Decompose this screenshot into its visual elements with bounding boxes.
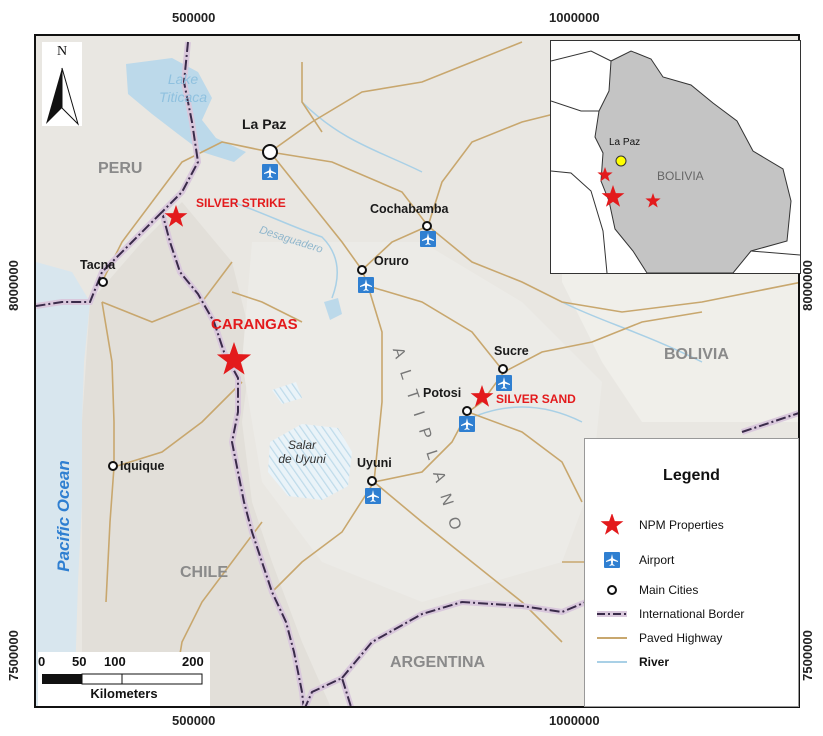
airport-icon-sucre <box>496 375 512 391</box>
country-label-bolivia: BOLIVIA <box>664 346 729 363</box>
legend-label-npm-properties: NPM Properties <box>639 518 724 532</box>
international-border <box>36 41 798 706</box>
scale-bar: 0 50 100 200 Kilometers <box>38 652 210 706</box>
salar-label-line2: de Uyuni <box>278 452 326 466</box>
salar-label-line1: Salar <box>287 438 316 452</box>
altiplano-relief <box>242 242 602 602</box>
pacific-ocean-label: Pacific Ocean <box>53 460 73 572</box>
airport-icon-uyuni <box>365 488 381 504</box>
legend-item-river: River <box>595 651 795 673</box>
north-arrow-label: N <box>56 44 68 59</box>
north-arrow-icon <box>46 67 80 126</box>
inset-map: La Paz BOLIVIA <box>550 40 801 274</box>
legend-label-river: River <box>639 655 670 669</box>
inset-chile-coast <box>550 170 608 274</box>
river-icon <box>597 661 627 663</box>
legend-item-international-border: International Border <box>595 603 795 625</box>
airplane-icon <box>604 552 620 568</box>
scale-tick-200: 200 <box>182 654 204 669</box>
inset-south-line <box>750 250 801 256</box>
city-marker-la-paz <box>262 144 278 160</box>
city-label-sucre: Sucre <box>494 344 529 358</box>
salar-de-uyuni <box>268 424 352 500</box>
city-label-uyuni: Uyuni <box>357 456 392 470</box>
grid-label-left-7500000: 7500000 <box>5 630 21 681</box>
inset-label-bolivia: BOLIVIA <box>657 169 704 183</box>
grid-label-top-500000: 500000 <box>172 10 216 25</box>
inset-map-canvas <box>550 41 801 274</box>
scale-tick-50: 50 <box>72 654 87 669</box>
legend-label-international-border: International Border <box>639 607 745 621</box>
city-label-tacna: Tacna <box>80 258 116 272</box>
property-label-silver-sand: SILVER SAND <box>496 392 576 406</box>
lake-label-line2: Titicaca <box>158 89 208 105</box>
legend-item-paved-highway: Paved Highway <box>595 627 795 649</box>
highways <box>101 41 798 703</box>
dashed-line-icon <box>597 611 627 617</box>
lake-titicaca <box>126 58 246 162</box>
salar-de-uyuni-label: Salar de Uyuni <box>262 438 342 466</box>
inset-la-paz-marker <box>615 155 627 167</box>
scale-tick-0: 0 <box>38 654 46 669</box>
city-marker-oruro <box>357 265 367 275</box>
grid-label-right-7500000: 7500000 <box>799 630 815 681</box>
city-label-la-paz: La Paz <box>242 116 287 132</box>
city-marker-iquique <box>108 461 118 471</box>
line-icon <box>597 637 627 639</box>
legend-label-paved-highway: Paved Highway <box>639 631 723 645</box>
grid-label-right-8000000: 8000000 <box>799 260 815 311</box>
legend-label-main-cities: Main Cities <box>639 583 699 597</box>
city-marker-cochabamba <box>422 221 432 231</box>
country-label-peru: PERU <box>98 160 143 177</box>
grid-label-bottom-500000: 500000 <box>172 713 216 728</box>
scale-tick-100: 100 <box>104 654 126 669</box>
legend-label-airport: Airport <box>639 553 675 567</box>
lake-titicaca-label: Lake Titicaca <box>143 70 223 106</box>
city-label-oruro: Oruro <box>374 254 409 268</box>
legend-item-airport: Airport <box>595 549 795 571</box>
north-arrow: N <box>42 42 82 126</box>
country-label-chile: CHILE <box>180 564 228 581</box>
inset-peru-border <box>550 100 599 112</box>
scale-bar-graphic <box>42 673 203 685</box>
lake-poopo <box>324 298 342 320</box>
inset-border-line <box>550 50 612 62</box>
grid-label-left-8000000: 8000000 <box>5 260 21 311</box>
scale-bar-units: Kilometers <box>90 686 158 701</box>
property-label-carangas: CARANGAS <box>211 316 298 333</box>
legend-title: Legend <box>663 467 720 484</box>
pacific-ocean-area <box>36 262 90 706</box>
grid-label-top-1000000: 1000000 <box>549 10 600 25</box>
property-label-silver-strike: SILVER STRIKE <box>196 196 286 210</box>
legend-panel: Legend NPM Properties Airport Main Citie… <box>584 438 799 707</box>
airport-icon-potosi <box>459 416 475 432</box>
airport-icon-cochabamba <box>420 231 436 247</box>
salar-coipasa <box>272 382 302 404</box>
inset-label-la-paz: La Paz <box>609 137 641 148</box>
grid-label-bottom-1000000: 1000000 <box>549 713 600 728</box>
airport-icon-oruro <box>358 277 374 293</box>
country-label-argentina: ARGENTINA <box>390 654 486 671</box>
city-marker-sucre <box>498 364 508 374</box>
legend-item-npm-properties: NPM Properties <box>595 514 795 536</box>
city-marker-potosi <box>462 406 472 416</box>
red-star-icon <box>600 514 624 535</box>
city-label-cochabamba: Cochabamba <box>370 202 449 216</box>
city-label-iquique: Iquique <box>120 459 165 473</box>
city-label-potosi: Potosi <box>423 386 462 400</box>
city-markers <box>98 144 508 486</box>
city-marker-tacna <box>98 277 108 287</box>
airport-icon-la-paz <box>262 164 278 180</box>
city-marker-uyuni <box>367 476 377 486</box>
lake-label-line1: Lake <box>167 71 199 87</box>
legend-item-main-cities: Main Cities <box>595 579 795 601</box>
circle-icon <box>607 585 617 595</box>
